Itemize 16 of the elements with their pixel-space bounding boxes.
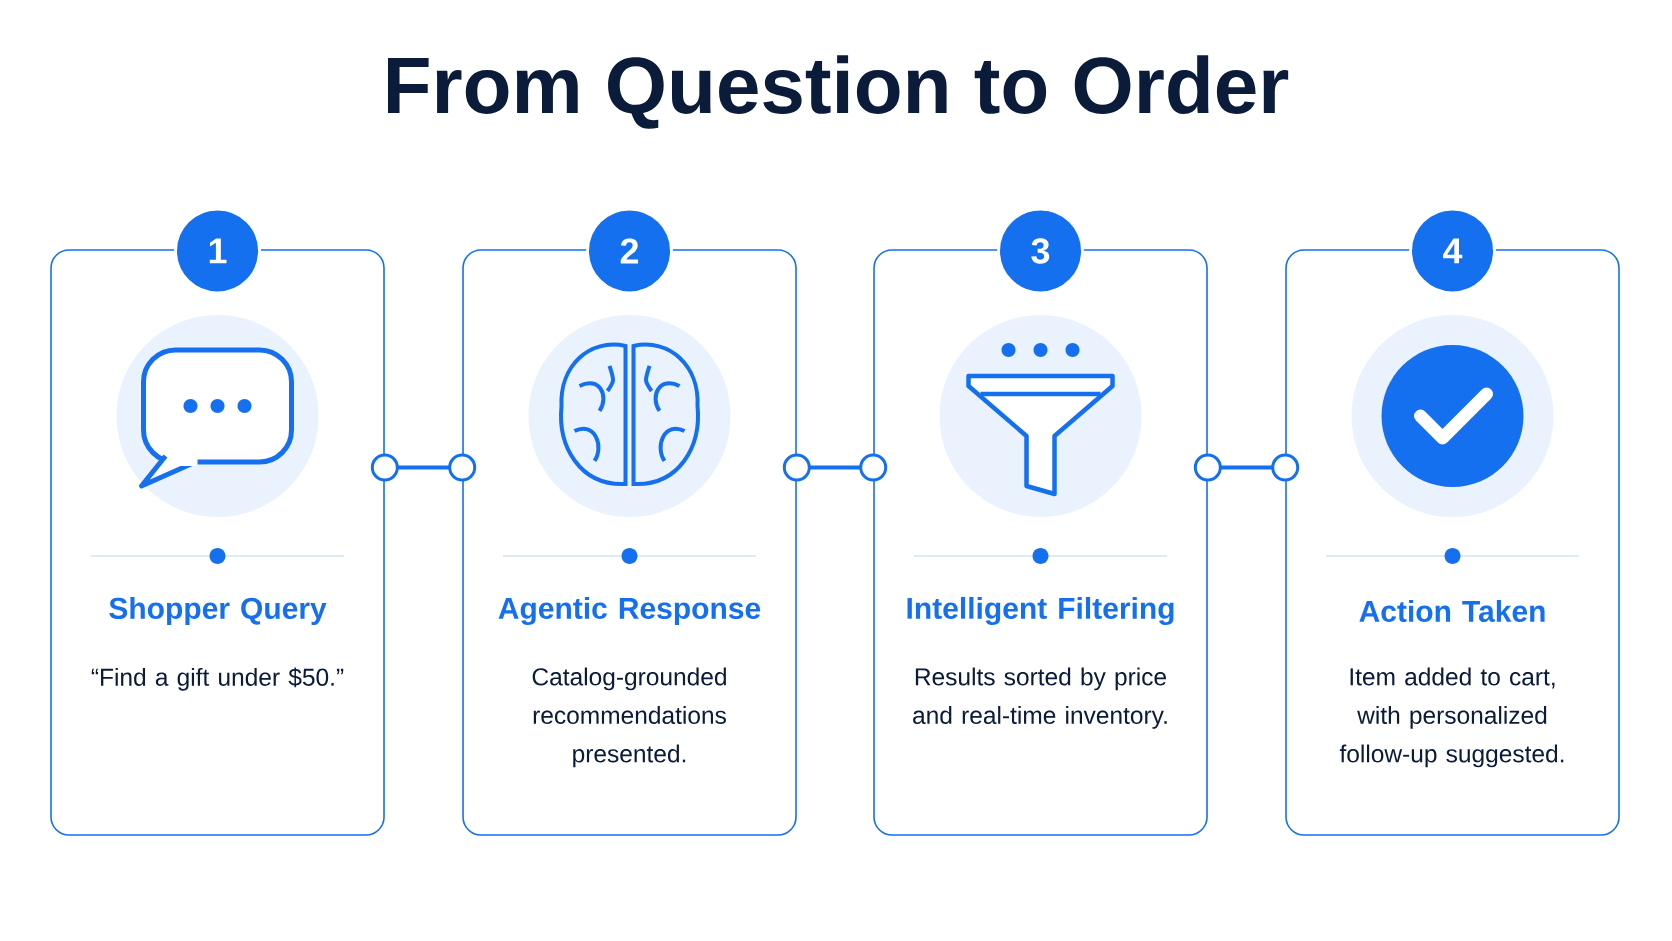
step-description: “Find a gift under $50.” [91,667,344,691]
connector [370,453,477,482]
step-number-badge: 3 [997,207,1084,295]
step-title: Intelligent Filtering [907,596,1174,626]
step-description: Item added to cart, with personalized follow-up suggested. [1339,667,1564,768]
step-number-badge: 1 [174,207,261,295]
step-title: Shopper Query [109,597,327,625]
title: From Question to Order [388,55,1289,129]
step-number-badge: 2 [586,207,673,295]
step-description: Results sorted by price and real-time inventory. [913,667,1167,729]
step-title: Action Taken [1359,599,1545,622]
step-title: Agentic Response [498,596,761,626]
step-number-badge: 4 [1409,207,1496,295]
connector [1193,453,1300,482]
connector [782,453,888,482]
step-description: Catalog-grounded recommendations presented. [532,667,726,768]
